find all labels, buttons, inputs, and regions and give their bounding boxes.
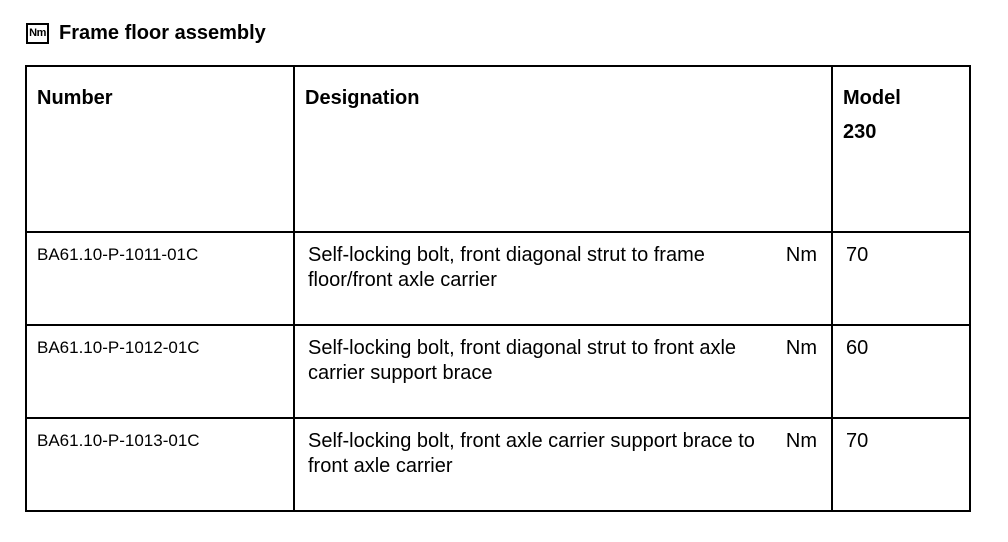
section-heading: Nm Frame floor assembly	[26, 20, 266, 46]
torque-value: 70	[846, 244, 869, 266]
cell-number: BA61.10-P-1013-01C	[25, 417, 295, 512]
header-number: Number	[25, 65, 295, 233]
header-model-line1: Model	[843, 87, 901, 109]
table-row: BA61.10-P-1011-01C Self-locking bolt, fr…	[25, 231, 971, 326]
header-designation-label: Designation	[305, 87, 420, 109]
header-model: Model 230	[831, 65, 971, 233]
cell-designation: Self-locking bolt, front axle carrier su…	[293, 417, 833, 512]
cell-value: 60	[831, 324, 971, 419]
unit-label: Nm	[785, 337, 817, 359]
table-row: BA61.10-P-1012-01C Self-locking bolt, fr…	[25, 324, 971, 419]
header-model-label: Model 230	[833, 67, 969, 149]
designation-text: Self-locking bolt, front diagonal strut …	[308, 244, 705, 291]
designation-text: Self-locking bolt, front axle carrier su…	[308, 430, 755, 477]
cell-designation: Self-locking bolt, front diagonal strut …	[293, 231, 833, 326]
header-model-line2: 230	[843, 121, 877, 143]
part-number: BA61.10-P-1011-01C	[37, 245, 199, 264]
table-row: BA61.10-P-1013-01C Self-locking bolt, fr…	[25, 417, 971, 512]
torque-spec-table: Number Designation Model 230 BA61.10-P-1…	[25, 65, 971, 512]
cell-number: BA61.10-P-1011-01C	[25, 231, 295, 326]
header-designation: Designation	[293, 65, 833, 233]
torque-value: 60	[846, 337, 869, 359]
cell-number: BA61.10-P-1012-01C	[25, 324, 295, 419]
part-number: BA61.10-P-1012-01C	[37, 338, 200, 357]
designation-text: Self-locking bolt, front diagonal strut …	[308, 337, 737, 384]
table-header-row: Number Designation Model 230	[25, 65, 971, 233]
header-number-label: Number	[37, 87, 113, 109]
cell-value: 70	[831, 231, 971, 326]
unit-label: Nm	[785, 244, 817, 266]
part-number: BA61.10-P-1013-01C	[37, 431, 200, 450]
torque-value: 70	[846, 430, 869, 452]
torque-icon: Nm	[26, 22, 49, 44]
cell-designation: Self-locking bolt, front diagonal strut …	[293, 324, 833, 419]
unit-label: Nm	[785, 430, 817, 452]
cell-value: 70	[831, 417, 971, 512]
section-title: Frame floor assembly	[59, 22, 266, 44]
